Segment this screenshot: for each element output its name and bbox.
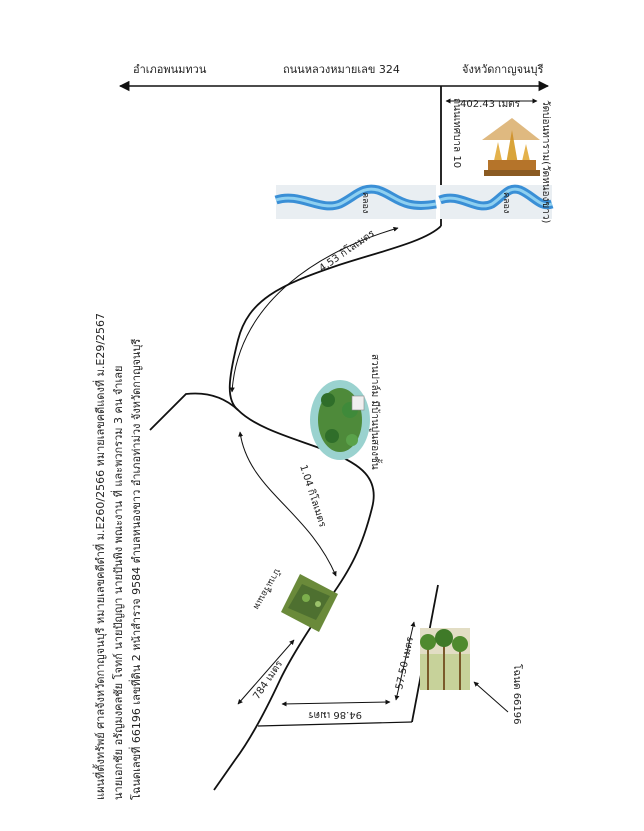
route-arc-main: [229, 226, 399, 393]
plot-pointer: [473, 681, 509, 713]
highway-label: ถนนหลวงหมายเลข 324: [283, 63, 400, 76]
left-offshoot-road: [149, 392, 239, 431]
plot-photo: [420, 628, 470, 690]
legend: แผนที่ตั้งทรัพย์ ศาลจังหวัดกาญจนบุรี หมา…: [92, 313, 143, 800]
canal-1: คลอง: [274, 184, 437, 219]
plot-label: โฉนด 66196: [511, 664, 524, 725]
bottom-distance-arrow: [281, 699, 391, 707]
palm-park-illustration: [310, 380, 370, 460]
lower-left-arrow: [237, 639, 295, 705]
park-label: สวนปาล์ม มีบ้านปูนสองชั้น: [369, 354, 383, 470]
temple-label: วัดบ่อนทาราม(วัดหนองขาว): [540, 100, 551, 223]
legend-line-1: แผนที่ตั้งทรัพย์ ศาลจังหวัดกาญจนบุรี หมา…: [92, 313, 107, 800]
residence-label: บ้านเรือนเพ: [251, 567, 283, 612]
route-main-label: 4.53 กิโลเมตร: [316, 226, 377, 274]
legend-line-3: โฉนดเลขที่ 66196 เลขที่ดิน 2 หน้าสำรวจ 9…: [128, 339, 143, 800]
bottom-distance-label: 94.86 เมตร: [308, 709, 362, 720]
top-left-label: อำเภอพนมทวน: [133, 63, 207, 76]
plot-side-arrow: [394, 621, 416, 701]
temple-icon: [482, 118, 540, 176]
plot-side-label: 57.50 เมตร: [394, 635, 416, 690]
bottom-road: [257, 721, 413, 727]
route-mid-label: 1.04 กิโลเมตร: [297, 463, 330, 529]
top-right-label: จังหวัดกาญจนบุรี: [462, 63, 544, 76]
residence-photo: [281, 574, 338, 632]
branch-road-label: ถนนเทศบาล 10: [451, 98, 462, 168]
canal-2: คลอง: [438, 184, 554, 219]
canal-1-label: คลอง: [360, 192, 370, 213]
route-arc-mid: [238, 431, 337, 577]
temple-distance-label: 402.43 เมตร: [460, 99, 521, 110]
winding-road: [213, 225, 442, 791]
canal-2-label: คลอง: [501, 192, 511, 213]
legend-line-2: นายเอกชัย อรัญมงคลชัย โจทก์ นายปัญญา นาย…: [110, 366, 125, 800]
